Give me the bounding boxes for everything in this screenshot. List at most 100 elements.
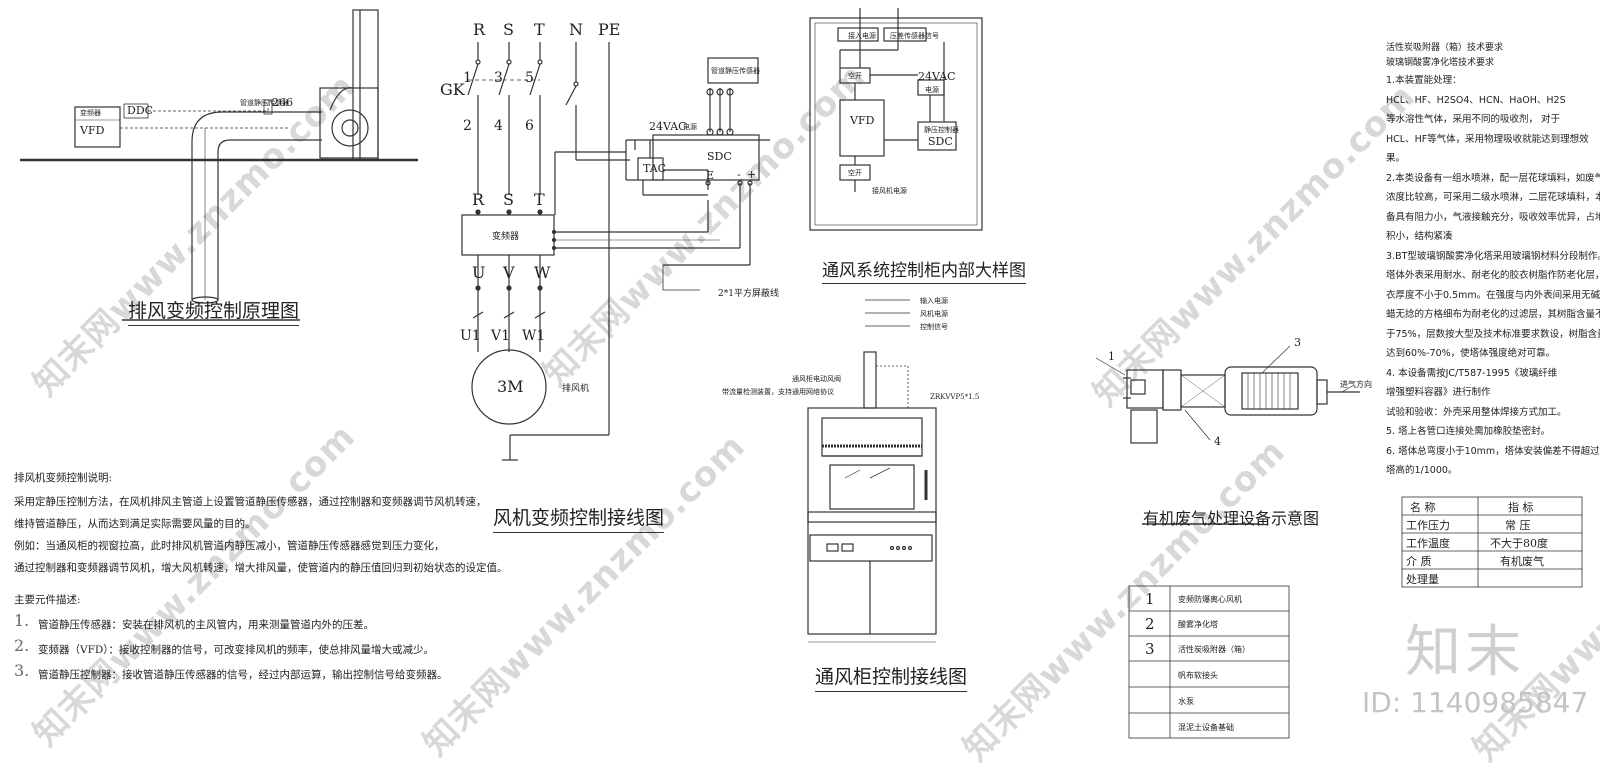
kongkai-label: 空开 bbox=[848, 169, 862, 177]
phase-label: T bbox=[534, 20, 545, 39]
vfd-label-cn: 变频器 bbox=[80, 109, 101, 117]
req-line: HCL、HF、H2SO4、HCN、HaOH、H2S bbox=[1386, 94, 1566, 106]
req-line: 备具有阻力小，气液接触充分，吸收效率优异，占地面 bbox=[1386, 211, 1600, 223]
hood-legend: 控制信号 bbox=[920, 323, 948, 331]
waste-gas-caption: 有机废气处理设备示意图 bbox=[1143, 509, 1320, 528]
req-line: 塔高的1/1000。 bbox=[1386, 465, 1458, 476]
phase-mid: S bbox=[503, 190, 514, 209]
switch-num: 1 bbox=[463, 70, 472, 86]
equipment-num: 3 bbox=[1145, 640, 1155, 658]
e-label: E bbox=[706, 169, 715, 182]
cabinet-vac: 24VAC bbox=[918, 70, 956, 83]
req-line: 活性炭吸附器（箱）技术要求 bbox=[1386, 43, 1504, 53]
brand-logo: 知末 bbox=[1405, 620, 1525, 685]
spec-cell: 工作压力 bbox=[1406, 519, 1450, 532]
req-line: 衣厚度不小于0.5mm。在强度与内外表间采用无碱无 bbox=[1386, 289, 1600, 301]
gk-label: GK bbox=[440, 80, 465, 99]
equipment-num: 2 bbox=[1145, 615, 1155, 633]
phase-label: N bbox=[569, 20, 583, 39]
switch-num: 4 bbox=[494, 118, 503, 134]
notes-line: 例如：当通风柜的视窗拉高，此时排风机管道内静压减小，管道静压传感器感觉到压力变化… bbox=[14, 540, 445, 552]
fan-power: 接风机电源 bbox=[872, 187, 907, 195]
cabinet-sdc-box: 静压控制器 bbox=[924, 126, 959, 134]
spec-header: 名 称 bbox=[1410, 501, 1436, 514]
tac-label: TAC bbox=[643, 162, 667, 175]
req-line: 浓度比较高，可采用二级水喷淋，二层花球填料，本设 bbox=[1386, 192, 1600, 203]
cabinet-detail-caption: 通风系统控制柜内部大样图 bbox=[822, 256, 1026, 284]
hood-note-title: 通风柜电动风阀 bbox=[792, 375, 841, 383]
cabinet-top-left: 接入电源 bbox=[848, 32, 876, 40]
switch-num: 6 bbox=[525, 118, 534, 134]
hood-wiring-caption: 通风柜控制接线图 bbox=[815, 662, 968, 692]
req-line: 5. 塔上各管口连接处需加橡胶垫密封。 bbox=[1386, 426, 1551, 437]
req-line: 试验和验收：外壳采用整体焊接方式加工。 bbox=[1386, 406, 1567, 418]
spec-cell: 常 压 bbox=[1505, 519, 1531, 532]
req-line: 等水溶性气体，采用不同的吸收剂， 对于 bbox=[1386, 114, 1561, 125]
req-line: 积小，结构紧凑 bbox=[1386, 231, 1453, 242]
fan-wiring-caption: 风机变频控制接线图 bbox=[493, 503, 665, 533]
spec-cell: 介 质 bbox=[1406, 555, 1432, 568]
hood-note-body: 带流量检测装置，支持通用网络协议 bbox=[722, 388, 834, 396]
converter-label: 变频器 bbox=[492, 232, 520, 242]
equipment-name: 变频防爆离心风机 bbox=[1178, 595, 1242, 604]
plus-label: + bbox=[747, 168, 757, 181]
cabinet-detail-drawing bbox=[809, 8, 983, 231]
output-label: U bbox=[472, 263, 486, 282]
cabinet-top-right: 压差传感器信号 bbox=[890, 32, 939, 40]
exhaust-principle-caption: 排风变频控制原理图 bbox=[128, 296, 300, 326]
req-line: 果。 bbox=[1386, 153, 1406, 164]
req-line: 6. 塔体总弯度小于10mm，塔体安装偏差不得超过 bbox=[1386, 445, 1600, 457]
cad-drawing bbox=[20, 8, 1583, 739]
element-num: 3. bbox=[14, 661, 30, 680]
element-text: 管道静压传感器：安装在排风机的主风管内，用来测量管道内外的压差。 bbox=[38, 619, 374, 631]
req-line: 2.本类设备有一组水喷淋，配一层花球填料，如废气 bbox=[1386, 172, 1600, 184]
req-line: 增强塑料容器》进行制作 bbox=[1386, 387, 1491, 398]
vac-note: 电源 bbox=[683, 123, 697, 131]
output-label: V bbox=[503, 263, 515, 282]
spec-table-lines bbox=[1401, 496, 1583, 588]
switch-num: 3 bbox=[494, 70, 503, 86]
req-line: 塔体外表采用耐水、耐老化的胶衣树脂作防老化层，胶 bbox=[1386, 270, 1600, 281]
cable-note: 2*1平方屏蔽线 bbox=[718, 289, 779, 299]
req-line: 4. 本设备需按JC/T587-1995《玻璃纤维 bbox=[1386, 367, 1558, 379]
sensor-label: 管道静压传感器 bbox=[240, 99, 289, 107]
spec-cell: 工作温度 bbox=[1406, 537, 1450, 550]
ddc-label: DDC bbox=[127, 104, 154, 117]
hood-wiring-drawing bbox=[807, 299, 937, 643]
equipment-name: 帆布软接头 bbox=[1178, 671, 1218, 680]
fan-wiring-drawing bbox=[461, 42, 770, 461]
hood-legend: 输入电源 bbox=[920, 297, 948, 305]
cabinet-power: 电源 bbox=[925, 86, 939, 94]
exhaust-principle-drawing bbox=[20, 9, 418, 321]
equipment-name: 酸雾净化塔 bbox=[1178, 620, 1218, 629]
spec-header: 指 标 bbox=[1508, 501, 1534, 514]
notes-line: 采用定静压控制方法，在风机排风主管道上设置管道静压传感器，通过控制器和变频器调节… bbox=[14, 496, 487, 508]
motor-terminal: U1 bbox=[460, 328, 481, 344]
switch-num: 2 bbox=[463, 118, 472, 134]
motor-terminal: W1 bbox=[522, 328, 546, 344]
req-line: 蜡无捻的方格细布为耐老化的过滤层，其树脂含量不低 bbox=[1386, 309, 1600, 320]
waste-label: 1 bbox=[1108, 350, 1115, 363]
phase-mid: R bbox=[472, 190, 485, 209]
notes-line: 通过控制器和变频器调节风机，增大风机转速，增大排风量，使管道内的静压值回归到初始… bbox=[14, 562, 508, 574]
sensor-code: 266 bbox=[272, 96, 293, 109]
phase-label: R bbox=[473, 20, 486, 39]
element-num: 2. bbox=[14, 636, 30, 655]
motor-terminal: V1 bbox=[491, 328, 511, 344]
equipment-table-lines bbox=[1128, 585, 1290, 739]
phase-label: PE bbox=[598, 20, 621, 39]
minus-label: - bbox=[737, 168, 741, 181]
sdc-label: SDC bbox=[707, 150, 732, 163]
equipment-name: 水泵 bbox=[1178, 697, 1194, 706]
hood-cable: ZRKVVP5*1.5 bbox=[930, 393, 980, 401]
req-line: 于75%，层数按大型及技术标准要求数设，树脂含量 bbox=[1386, 328, 1600, 340]
hood-legend: 风机电源 bbox=[920, 310, 948, 318]
output-label: W bbox=[534, 263, 551, 282]
direction-label: 进气方向 bbox=[1340, 380, 1372, 389]
phase-label: S bbox=[503, 20, 514, 39]
cabinet-vfd: VFD bbox=[850, 114, 875, 127]
requirements-text: 活性炭吸附器（箱）技术要求 玻璃钢酸雾净化塔技术要求 1.本装置能处理： HCL… bbox=[1386, 42, 1600, 481]
waste-gas-drawing bbox=[1095, 345, 1360, 525]
req-line: 3.BT型玻璃钢酸雾净化塔采用玻璃钢材料分段制作。 bbox=[1386, 250, 1600, 262]
equipment-name: 活性炭吸附器（箱） bbox=[1178, 645, 1250, 654]
